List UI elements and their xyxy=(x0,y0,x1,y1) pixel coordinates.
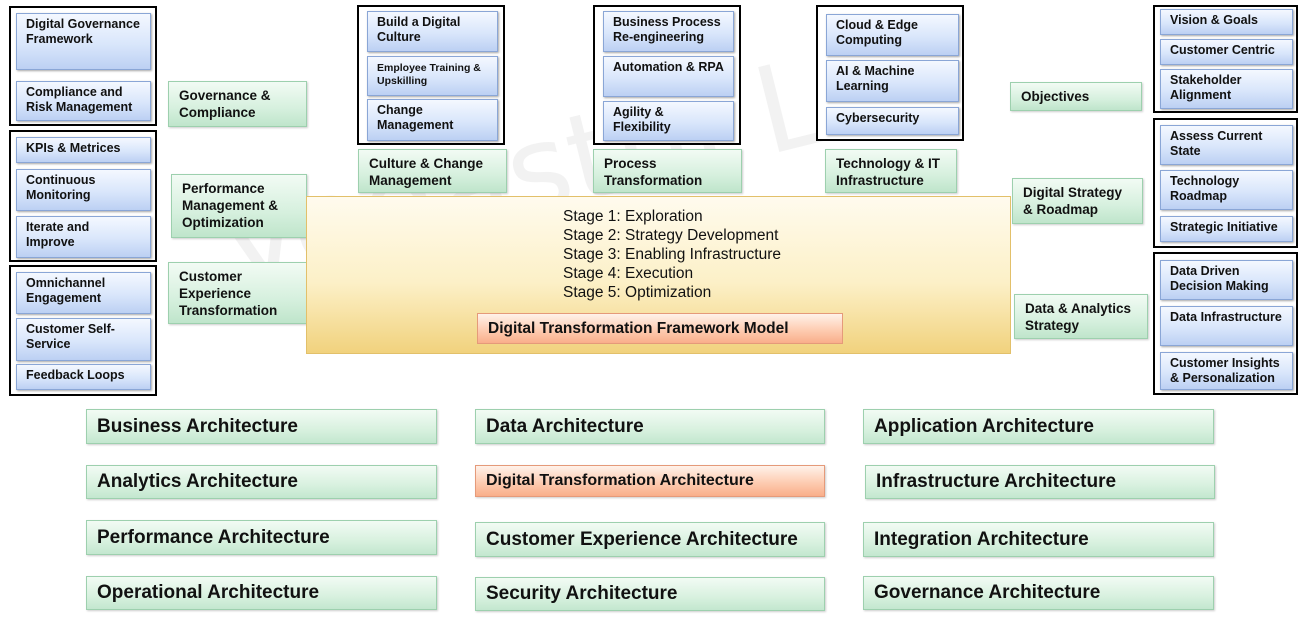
pillar-data-analytics: Data & Analytics Strategy xyxy=(1014,294,1148,339)
item-build-digital-culture: Build a Digital Culture xyxy=(367,11,498,52)
arch-integration: Integration Architecture xyxy=(863,522,1214,557)
item-omnichannel-engagement: Omnichannel Engagement xyxy=(16,272,151,314)
top-group-technology: Cloud & Edge Computing AI & Machine Lear… xyxy=(816,5,964,141)
item-customer-centric: Customer Centric xyxy=(1160,39,1293,65)
item-feedback-loops: Feedback Loops xyxy=(16,364,151,390)
item-iterate-improve: Iterate and Improve xyxy=(16,216,151,258)
top-group-process: Business Process Re-engineering Automati… xyxy=(593,5,741,145)
item-data-driven-decision: Data Driven Decision Making xyxy=(1160,260,1293,300)
item-kpis-metrices: KPIs & Metrices xyxy=(16,137,151,163)
item-cloud-edge: Cloud & Edge Computing xyxy=(826,14,959,56)
stage-1: Stage 1: Exploration xyxy=(563,208,703,225)
arch-business: Business Architecture xyxy=(86,409,437,444)
item-continuous-monitoring: Continuous Monitoring xyxy=(16,169,151,211)
arch-governance: Governance Architecture xyxy=(863,576,1214,610)
left-group-performance: KPIs & Metrices Continuous Monitoring It… xyxy=(9,130,157,262)
arch-analytics: Analytics Architecture xyxy=(86,465,437,499)
pillar-governance-compliance: Governance & Compliance xyxy=(168,81,307,127)
item-strategic-initiative: Strategic Initiative xyxy=(1160,216,1293,242)
pillar-performance-management: Performance Management & Optimization xyxy=(171,174,307,238)
arch-customer-experience: Customer Experience Architecture xyxy=(475,522,825,557)
item-cybersecurity: Cybersecurity xyxy=(826,107,959,135)
arch-digital-transformation: Digital Transformation Architecture xyxy=(475,465,825,497)
item-bpr: Business Process Re-engineering xyxy=(603,11,734,52)
item-change-management: Change Management xyxy=(367,99,498,141)
left-group-customer-experience: Omnichannel Engagement Customer Self-Ser… xyxy=(9,265,157,396)
arch-application: Application Architecture xyxy=(863,409,1214,444)
item-employee-training: Employee Training & Upskilling xyxy=(367,56,498,96)
right-group-objectives: Vision & Goals Customer Centric Stakehol… xyxy=(1153,5,1298,113)
framework-center-panel: Stage 1: Exploration Stage 2: Strategy D… xyxy=(306,196,1011,354)
pillar-digital-strategy: Digital Strategy & Roadmap xyxy=(1012,178,1143,224)
item-agility-flexibility: Agility & Flexibility xyxy=(603,101,734,141)
stage-2: Stage 2: Strategy Development xyxy=(563,227,779,244)
right-group-data: Data Driven Decision Making Data Infrast… xyxy=(1153,252,1298,395)
item-vision-goals: Vision & Goals xyxy=(1160,9,1293,35)
arch-data: Data Architecture xyxy=(475,409,825,444)
arch-infrastructure: Infrastructure Architecture xyxy=(865,465,1215,499)
stage-3: Stage 3: Enabling Infrastructure xyxy=(563,246,781,263)
pillar-objectives: Objectives xyxy=(1010,82,1142,111)
arch-operational: Operational Architecture xyxy=(86,576,437,610)
right-group-strategy: Assess Current State Technology Roadmap … xyxy=(1153,118,1298,248)
left-group-governance: Digital Governance Framework Compliance … xyxy=(9,6,157,126)
arch-security: Security Architecture xyxy=(475,577,825,611)
stage-list: Stage 1: Exploration Stage 2: Strategy D… xyxy=(563,207,863,302)
item-automation-rpa: Automation & RPA xyxy=(603,56,734,97)
item-customer-self-service: Customer Self-Service xyxy=(16,318,151,361)
pillar-process-transformation: Process Transformation xyxy=(593,149,742,193)
framework-model-title: Digital Transformation Framework Model xyxy=(477,313,843,344)
item-assess-current-state: Assess Current State xyxy=(1160,125,1293,165)
item-customer-insights: Customer Insights & Personalization xyxy=(1160,352,1293,390)
pillar-customer-experience: Customer Experience Transformation xyxy=(168,262,307,324)
item-stakeholder-alignment: Stakeholder Alignment xyxy=(1160,69,1293,109)
stage-5: Stage 5: Optimization xyxy=(563,284,712,301)
item-digital-governance-framework: Digital Governance Framework xyxy=(16,13,151,70)
top-group-culture: Build a Digital Culture Employee Trainin… xyxy=(357,5,505,145)
item-data-infrastructure: Data Infrastructure xyxy=(1160,306,1293,346)
item-compliance-risk: Compliance and Risk Management xyxy=(16,81,151,121)
pillar-culture-change: Culture & Change Management xyxy=(358,149,507,193)
arch-performance: Performance Architecture xyxy=(86,520,437,555)
item-technology-roadmap: Technology Roadmap xyxy=(1160,170,1293,210)
item-ai-ml: AI & Machine Learning xyxy=(826,60,959,102)
stage-4: Stage 4: Execution xyxy=(563,265,694,282)
pillar-technology-infrastructure: Technology & IT Infrastructure xyxy=(825,149,957,193)
